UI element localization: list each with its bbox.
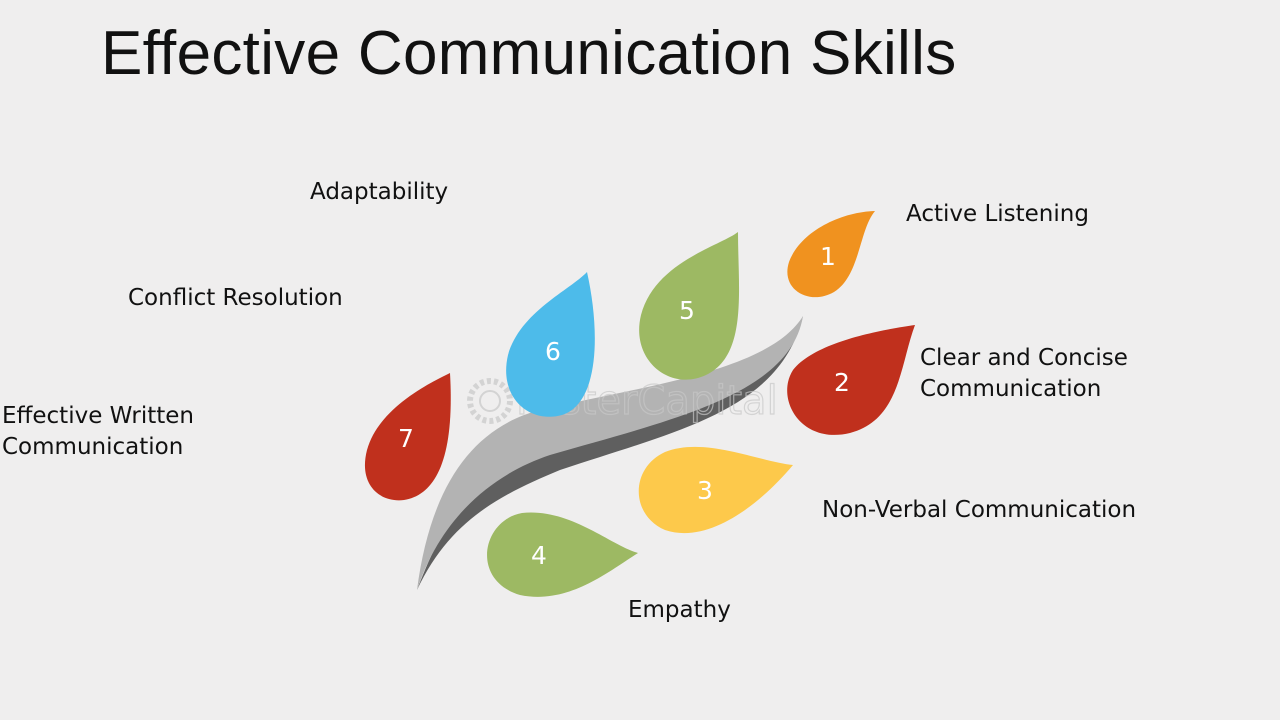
leaf-number: 7 (398, 424, 414, 453)
skill-label-empathy: Empathy (628, 597, 731, 623)
leaf-number: 2 (834, 368, 850, 397)
leaf-shape (787, 211, 875, 298)
leaf-shape (487, 512, 638, 597)
leaf-shape (364, 373, 451, 501)
skill-label-written-communication: Effective Written Communication (2, 403, 194, 460)
leaf-shape (638, 446, 793, 534)
leaf-shape (506, 272, 595, 417)
leaf-2: 2 (787, 325, 915, 435)
leaf-1: 1 (787, 211, 875, 298)
leaf-3: 3 (638, 446, 793, 534)
leaf-7: 7 (364, 373, 451, 501)
leaf-shape (787, 325, 915, 435)
leaf-number: 1 (820, 242, 836, 271)
watermark-gear-hub-icon (479, 390, 501, 412)
stem-highlight (417, 316, 803, 590)
leaf-number: 4 (531, 541, 547, 570)
skill-label-active-listening: Active Listening (906, 201, 1089, 227)
page-title: Effective Communication Skills (101, 19, 957, 88)
leaf-number: 6 (545, 337, 561, 366)
leaf-4: 4 (487, 512, 638, 597)
skill-label-non-verbal: Non-Verbal Communication (822, 497, 1137, 523)
leaf-number: 5 (679, 296, 695, 325)
leaf-6: 6 (506, 272, 595, 417)
leaf-number: 3 (697, 476, 713, 505)
skill-label-clear-concise: Clear and Concise Communication (920, 345, 1128, 402)
skill-label-conflict-resolution: Conflict Resolution (128, 285, 343, 311)
leaf-shape (639, 232, 740, 380)
stem (417, 316, 803, 590)
leaf-5: 5 (639, 232, 740, 380)
stem-shadow (417, 316, 803, 590)
skill-label-adaptability: Adaptability (310, 179, 449, 205)
watermark-gear-icon (467, 378, 513, 424)
